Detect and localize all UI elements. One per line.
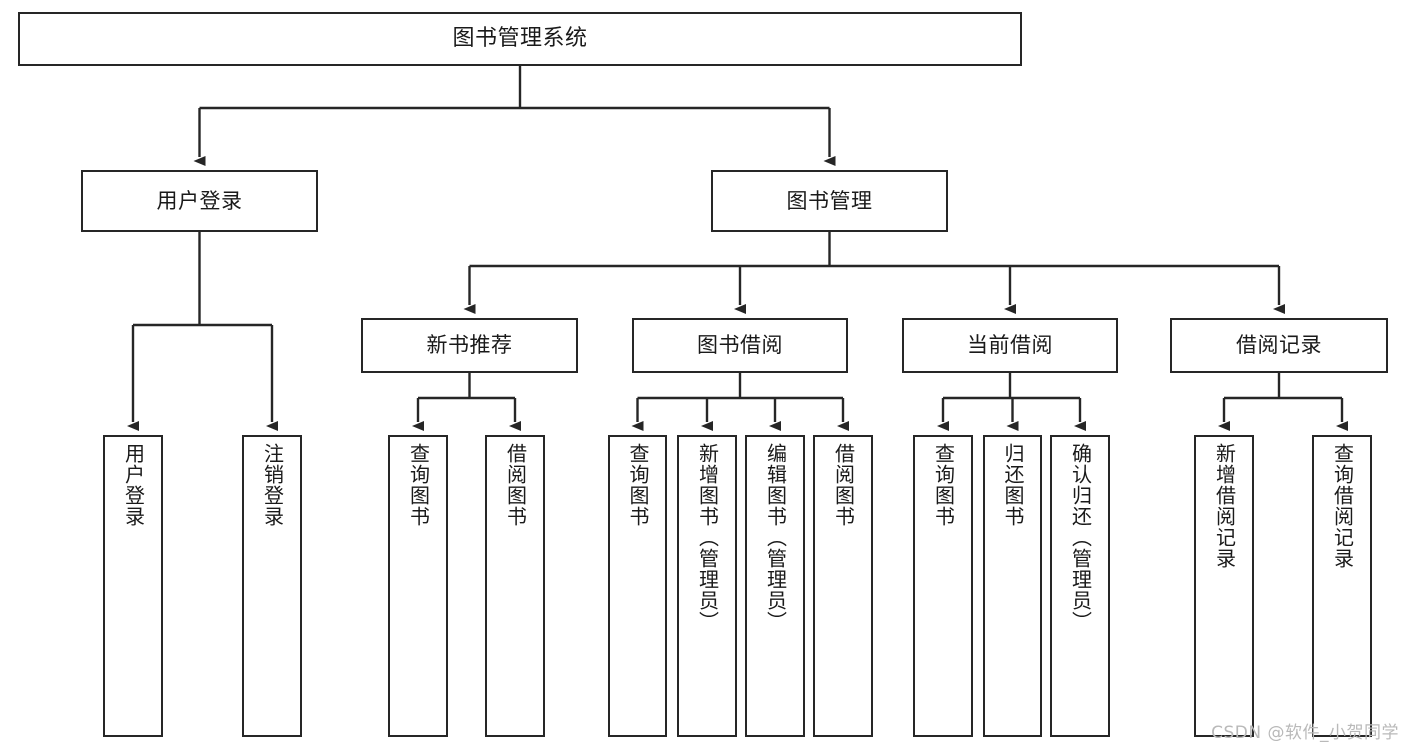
node-label: 借阅图书 [503,443,528,527]
node-label: 确认归还（管理员） [1068,443,1093,632]
node-label: 用户登录 [121,443,146,527]
node-label: 新增借阅记录 [1212,443,1237,569]
node-label: 借阅记录 [1236,333,1322,358]
node-current-borrow[interactable]: 当前借阅 [902,318,1118,373]
node-label: 编辑图书（管理员） [763,443,788,632]
node-new-book-recommend[interactable]: 新书推荐 [361,318,578,373]
leaf-user-logout[interactable]: 注销登录 [242,435,302,737]
leaf-user-login[interactable]: 用户登录 [103,435,163,737]
leaf-borrow-book-2[interactable]: 借阅图书 [813,435,873,737]
node-label: 注销登录 [260,443,285,527]
node-label: 图书借阅 [697,333,783,358]
leaf-confirm-return-admin[interactable]: 确认归还（管理员） [1050,435,1110,737]
node-label: 图书管理系统 [452,26,588,52]
leaf-edit-book-admin[interactable]: 编辑图书（管理员） [745,435,805,737]
node-label: 当前借阅 [967,333,1053,358]
node-user-login[interactable]: 用户登录 [81,170,318,232]
node-label: 借阅图书 [831,443,856,527]
node-label: 用户登录 [156,188,243,213]
leaf-query-book-3[interactable]: 查询图书 [913,435,973,737]
node-label: 新书推荐 [426,333,513,358]
node-label: 查询借阅记录 [1330,443,1355,569]
node-label: 新增图书（管理员） [695,443,720,632]
node-label: 查询图书 [406,443,431,527]
node-label: 图书管理 [786,188,873,213]
watermark: CSDN @软件_小贺同学 [1211,723,1399,743]
node-book-borrow[interactable]: 图书借阅 [632,318,848,373]
node-root-图书管理系统[interactable]: 图书管理系统 [18,12,1022,66]
leaf-add-book-admin[interactable]: 新增图书（管理员） [677,435,737,737]
leaf-query-book-1[interactable]: 查询图书 [388,435,448,737]
node-label: 查询图书 [931,443,956,527]
node-label: 归还图书 [1001,443,1025,527]
leaf-borrow-book-1[interactable]: 借阅图书 [485,435,545,737]
leaf-query-borrow-record[interactable]: 查询借阅记录 [1312,435,1372,737]
node-book-manage[interactable]: 图书管理 [711,170,948,232]
leaf-add-borrow-record[interactable]: 新增借阅记录 [1194,435,1254,737]
leaf-query-book-2[interactable]: 查询图书 [608,435,667,737]
node-label: 查询图书 [626,443,650,527]
node-borrow-record[interactable]: 借阅记录 [1170,318,1388,373]
leaf-return-book[interactable]: 归还图书 [983,435,1042,737]
